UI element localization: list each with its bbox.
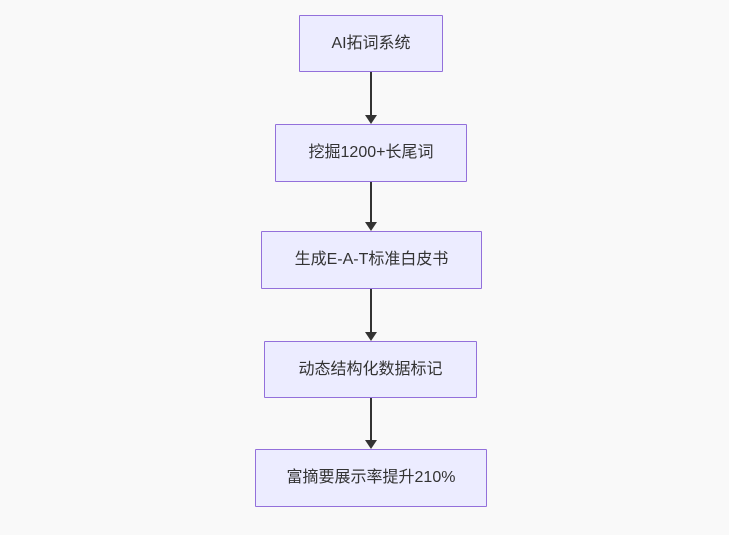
edge-line [370,182,372,222]
flow-node-ai-word-expansion: AI拓词系统 [299,15,443,72]
arrow-down-icon [365,115,377,124]
flow-node-longtail-mining: 挖掘1200+长尾词 [275,124,467,182]
edge-line [370,289,372,332]
flow-node-label: 生成E-A-T标准白皮书 [294,251,449,269]
edge-n4-n5 [365,398,377,449]
edge-n3-n4 [365,289,377,341]
edge-n1-n2 [365,72,377,124]
arrow-down-icon [365,332,377,341]
edge-line [370,398,372,440]
flow-node-label: 动态结构化数据标记 [298,360,443,378]
flow-node-label: AI拓词系统 [331,34,411,52]
arrow-down-icon [365,440,377,449]
edge-n2-n3 [365,182,377,231]
flow-node-rich-snippet-result: 富摘要展示率提升210% [255,449,487,507]
flow-node-label: 富摘要展示率提升210% [286,469,456,487]
edge-line [370,72,372,115]
arrow-down-icon [365,222,377,231]
flow-node-eat-whitepaper: 生成E-A-T标准白皮书 [261,231,482,289]
flow-node-label: 挖掘1200+长尾词 [308,144,434,162]
flow-node-structured-data-markup: 动态结构化数据标记 [264,341,477,398]
